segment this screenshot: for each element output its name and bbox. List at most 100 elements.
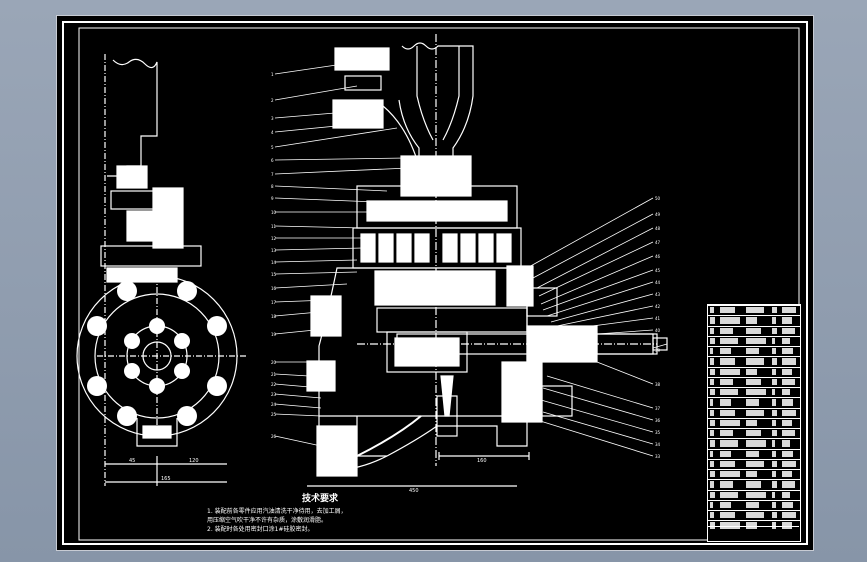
svg-text:9: 9 xyxy=(271,196,274,201)
bom-cell xyxy=(710,460,715,468)
bom-cell xyxy=(720,512,736,519)
svg-text:17: 17 xyxy=(271,300,277,305)
bom-cell xyxy=(772,522,776,529)
svg-text:36: 36 xyxy=(655,418,661,423)
bom-cell xyxy=(746,327,762,334)
svg-text:45: 45 xyxy=(655,268,661,273)
svg-text:34: 34 xyxy=(655,442,661,447)
side-view xyxy=(76,54,247,486)
bom-cell xyxy=(782,450,794,457)
bom-cell xyxy=(720,522,740,529)
bom-cell xyxy=(772,399,777,406)
bom-cell xyxy=(782,358,797,365)
svg-text:165: 165 xyxy=(161,476,171,482)
side-view-base: 45 120 165 xyxy=(105,418,227,486)
left-callouts: 1 2 3 4 5 6 7 8 9 10 11 12 13 14 15 16 1… xyxy=(271,61,410,447)
svg-text:26: 26 xyxy=(271,434,277,439)
bom-cell xyxy=(746,317,757,324)
svg-text:46: 46 xyxy=(655,254,661,259)
bom-cell xyxy=(746,348,760,355)
bom-cell xyxy=(720,430,734,437)
bom-cell xyxy=(710,491,715,498)
bom-cell xyxy=(746,471,757,478)
bom-cell xyxy=(720,378,734,386)
bom-cell xyxy=(710,389,715,396)
bom-cell xyxy=(746,358,764,365)
svg-text:2: 2 xyxy=(271,98,274,103)
bom-cell xyxy=(782,460,797,468)
bom-row xyxy=(708,448,800,460)
bill-of-materials xyxy=(707,304,801,542)
bom-cell xyxy=(772,389,775,396)
bom-cell xyxy=(772,327,777,334)
bom-cell xyxy=(710,378,714,386)
svg-text:4: 4 xyxy=(271,130,274,135)
bom-cell xyxy=(782,471,792,478)
drawing-viewport[interactable]: 45 120 165 xyxy=(56,15,814,551)
bom-cell xyxy=(720,337,738,345)
svg-text:16: 16 xyxy=(271,286,277,291)
bom-cell xyxy=(772,450,777,457)
bom-cell xyxy=(746,307,764,314)
notes-line-2: 用压缩空气吹干净不许有杂质，涂敷润滑脂。 xyxy=(207,517,328,524)
bom-row xyxy=(708,325,800,337)
svg-text:15: 15 xyxy=(271,272,277,277)
bom-row xyxy=(708,520,800,531)
svg-text:35: 35 xyxy=(655,430,661,435)
bom-cell xyxy=(710,307,715,314)
svg-text:23: 23 xyxy=(271,392,277,397)
bom-row xyxy=(708,397,800,408)
svg-text:3: 3 xyxy=(271,116,274,121)
bom-cell xyxy=(720,471,740,478)
svg-text:25: 25 xyxy=(271,412,277,417)
bom-cell xyxy=(772,337,775,345)
notes-line-1: 1. 装配前各零件应用汽油清洗干净待用，去加工屑， xyxy=(207,508,347,515)
bom-cell xyxy=(772,358,778,365)
svg-text:10: 10 xyxy=(271,210,277,215)
bom-row xyxy=(708,356,800,367)
bom-cell xyxy=(782,501,794,509)
bom-row xyxy=(708,315,800,326)
bom-cell xyxy=(720,358,736,365)
bom-cell xyxy=(782,522,792,529)
bom-row xyxy=(708,387,800,398)
bom-cell xyxy=(710,501,713,509)
bom-cell xyxy=(746,450,760,457)
svg-text:5: 5 xyxy=(271,145,274,150)
notes-heading: 技术要求 xyxy=(302,494,339,504)
bom-cell xyxy=(710,337,715,345)
bom-cell xyxy=(746,501,760,509)
bom-cell xyxy=(746,481,762,488)
bom-cell xyxy=(782,409,797,416)
bom-row xyxy=(708,335,800,347)
bom-cell xyxy=(782,337,790,345)
svg-text:160: 160 xyxy=(477,458,487,464)
svg-text:450: 450 xyxy=(409,488,419,494)
bom-cell xyxy=(720,481,734,488)
technical-requirements: 技术要求 1. 装配前各零件应用汽油清洗干净待用，去加工屑， 用压缩空气吹干净不… xyxy=(207,491,347,534)
bom-cell xyxy=(720,460,736,468)
bom-cell xyxy=(782,368,792,375)
right-callouts: 50 49 48 47 46 45 44 43 42 41 40 39 38 3… xyxy=(526,196,668,459)
bom-cell xyxy=(772,307,778,314)
bom-cell xyxy=(720,317,740,324)
bom-cell xyxy=(772,460,778,468)
bom-row xyxy=(708,489,800,501)
inner-frame xyxy=(78,27,800,541)
svg-text:45: 45 xyxy=(129,458,135,464)
bom-cell xyxy=(710,430,714,437)
bom-cell xyxy=(782,378,795,386)
bom-cell xyxy=(746,337,766,345)
bom-cell xyxy=(772,481,777,488)
bom-cell xyxy=(782,348,794,355)
svg-text:21: 21 xyxy=(271,372,277,377)
bom-cell xyxy=(772,409,778,416)
bom-row xyxy=(708,376,800,388)
svg-text:12: 12 xyxy=(271,236,277,241)
bom-row xyxy=(708,428,800,439)
svg-text:49: 49 xyxy=(655,212,661,217)
svg-text:50: 50 xyxy=(655,196,661,201)
bom-cell xyxy=(782,512,797,519)
bom-cell xyxy=(772,430,777,437)
svg-text:48: 48 xyxy=(655,226,661,231)
